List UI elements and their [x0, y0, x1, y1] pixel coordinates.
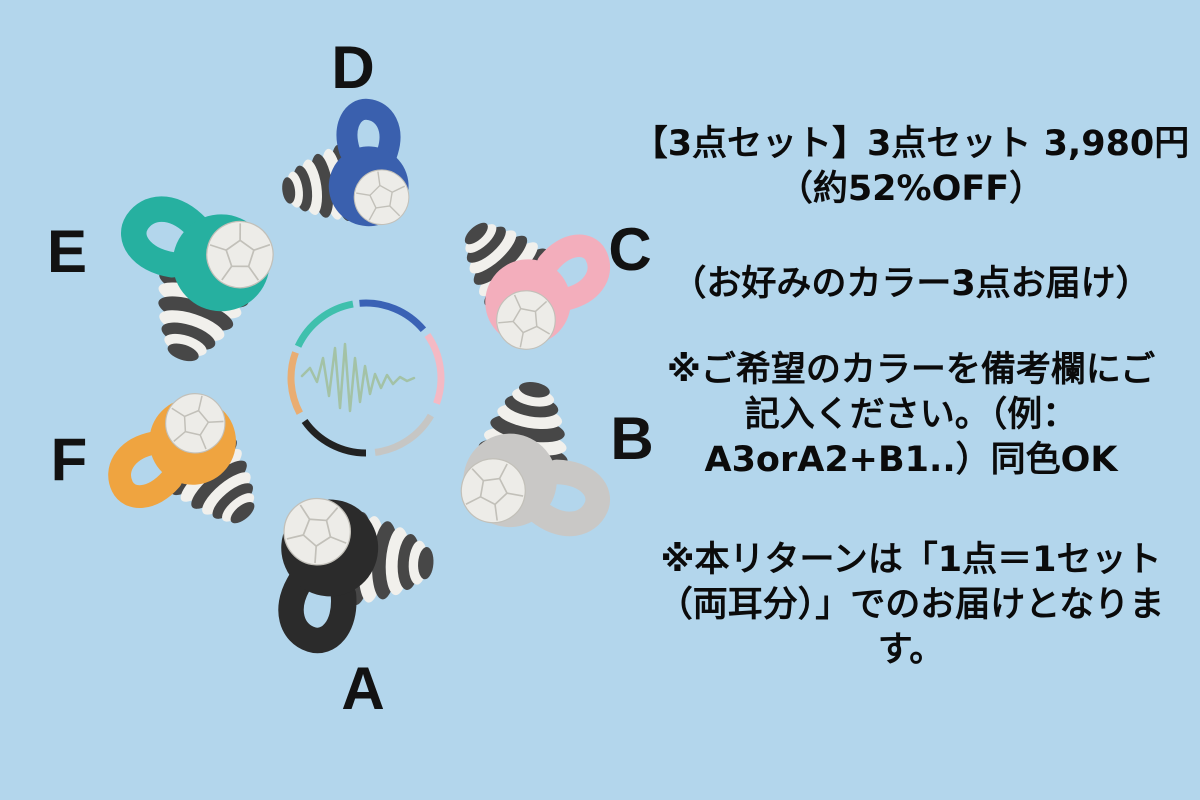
product-label-d: D [331, 34, 375, 101]
earplug-a [274, 495, 439, 650]
ring-segment-teal [294, 300, 354, 348]
product-label-b: B [610, 405, 654, 472]
set-note-line-3: す。 [877, 630, 945, 670]
waveform-icon [300, 342, 416, 413]
product-label-f: F [50, 426, 88, 493]
color-request-note: ※ご希望のカラーを備考欄にご 記入ください。（例： A3orA2+B1..）同色… [622, 348, 1200, 483]
set-definition-note: ※本リターンは「1点＝1セット （両耳分）」でのお届けとなりま す。 [622, 538, 1200, 673]
earplug-f [100, 379, 287, 568]
product-label-a: A [341, 655, 385, 722]
earplug-b [455, 372, 618, 543]
earplug-e [99, 187, 284, 379]
offer-title: 【3点セット】3点セット 3,980円 （約52%OFF） [622, 122, 1200, 212]
ring-segment-orange [287, 351, 303, 415]
set-note-line-1: ※本リターンは「1点＝1セット [660, 540, 1162, 580]
product-label-e: E [46, 218, 88, 285]
ring-segment-gray [374, 413, 434, 456]
ring-segment-blue [359, 299, 427, 333]
color-note-line-2: 記入ください。（例： [744, 395, 1078, 435]
offer-subtitle: （お好みのカラー3点お届け） [622, 262, 1200, 307]
offer-line-2: （約52%OFF） [777, 169, 1045, 209]
color-note-line-1: ※ご希望のカラーを備考欄にご [666, 350, 1156, 390]
offer-line-1: 【3点セット】3点セット 3,980円 [632, 124, 1190, 164]
ring-segment-pink [424, 332, 445, 405]
product-label-c: C [608, 216, 652, 283]
ring-segment-black [301, 418, 367, 457]
subtitle-line: （お好みのカラー3点お届け） [671, 264, 1151, 304]
earplug-d [272, 104, 415, 239]
sound-wave-logo [287, 299, 445, 457]
earplug-c [433, 177, 619, 364]
set-note-line-2: （両耳分）」でのお届けとなりま [657, 585, 1165, 625]
info-panel: 【3点セット】3点セット 3,980円 （約52%OFF） （お好みのカラー3点… [622, 0, 1200, 800]
color-note-line-3: A3orA2+B1..）同色OK [704, 440, 1118, 480]
